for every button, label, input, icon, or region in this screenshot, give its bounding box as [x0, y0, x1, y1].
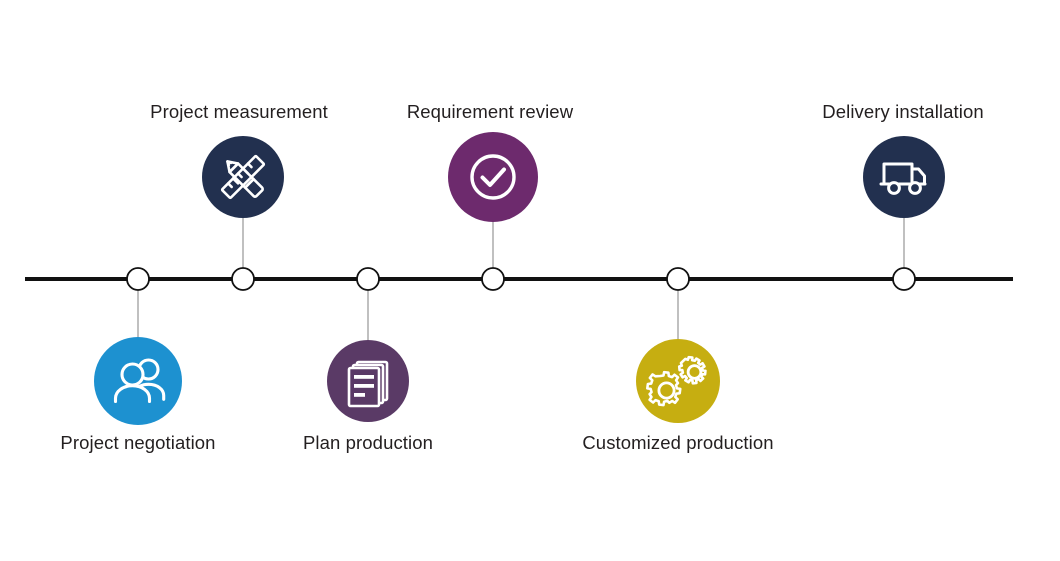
connector-lines	[137, 218, 905, 340]
step-icon-customized-production[interactable]	[636, 339, 720, 423]
gears-icon	[646, 355, 707, 407]
step-circle-background	[863, 136, 945, 218]
timeline-node-project-negotiation[interactable]	[126, 267, 150, 291]
step-icon-delivery-installation[interactable]	[863, 136, 945, 218]
step-label-project-measurement: Project measurement	[150, 101, 328, 122]
step-icon-project-measurement[interactable]	[202, 136, 284, 218]
documents-icon	[347, 360, 389, 408]
step-circle-background	[202, 136, 284, 218]
step-icon-project-negotiation[interactable]	[94, 337, 182, 425]
users-icon	[113, 358, 166, 404]
step-icon-plan-production[interactable]	[327, 340, 409, 422]
check-circle-icon	[470, 154, 516, 200]
delivery-truck-icon	[879, 162, 927, 195]
step-label-customized-production: Customized production	[582, 432, 774, 453]
timeline-node-delivery-installation[interactable]	[892, 267, 916, 291]
step-label-requirement-review: Requirement review	[406, 101, 574, 122]
step-icon-requirement-review[interactable]	[448, 132, 538, 222]
timeline-node-requirement-review[interactable]	[481, 267, 505, 291]
step-label-plan-production: Plan production	[302, 432, 434, 453]
step-label-delivery-installation: Delivery installation	[822, 101, 984, 122]
step-circle-background	[448, 132, 538, 222]
timeline-node-project-measurement[interactable]	[231, 267, 255, 291]
timeline-node-plan-production[interactable]	[356, 267, 380, 291]
timeline-node-customized-production[interactable]	[666, 267, 690, 291]
step-label-project-negotiation: Project negotiation	[60, 432, 216, 453]
timeline-node-markers	[126, 267, 916, 291]
pencil-ruler-icon	[220, 154, 266, 200]
